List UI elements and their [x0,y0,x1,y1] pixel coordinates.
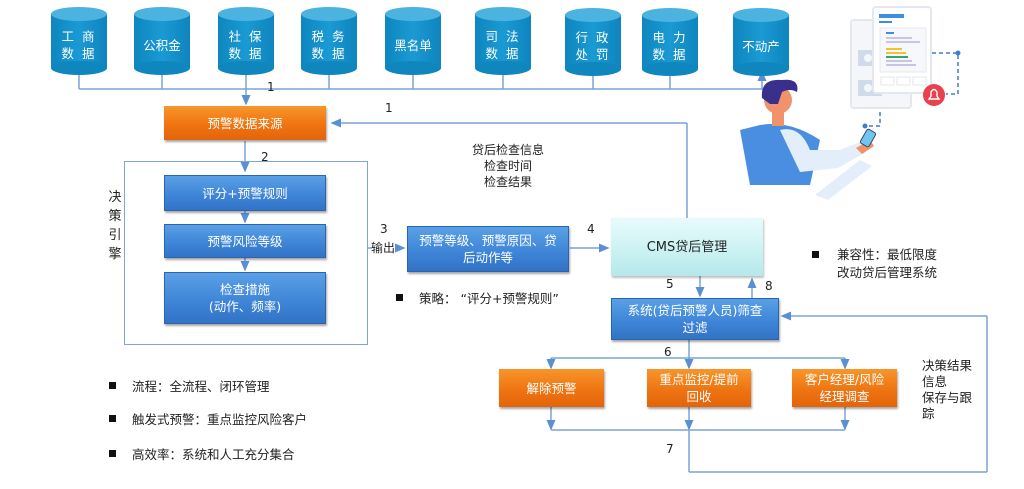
screening-box: 系统(贷后预警人员)筛查 过滤 [611,298,779,340]
decision-engine-label: 决 策 引 擎 [108,190,122,262]
step-number: 5 [666,277,674,291]
bell-icon [923,84,945,106]
data-source-label: 不动产 [742,38,780,54]
bullet-strategy: 策略： “评分+预警规则” [396,288,559,307]
bullet-process: 流程：全流程、闭环管理 [109,376,270,395]
step-number: 3 [380,222,388,236]
decision-result-note: 决策结果 信息 保存与跟 踪 [922,358,973,421]
data-source-label: 税 务 数 据 [311,29,347,61]
bullet-square-icon [396,294,403,301]
data-source-cylinder: 工 商 数 据 [51,7,107,75]
bullet-trigger: 触发式预警：重点监控风险客户 [109,409,307,428]
data-source-label: 司 法 数 据 [485,29,521,61]
bullet-square-icon [812,251,819,258]
bullet-square-icon [109,415,116,422]
bullet-text: 高效率：系统和人工充分集合 [132,447,295,462]
engine-step-box: 检查措施 (动作、频率) [164,272,326,324]
post-loan-info-text: 贷后检查信息 检查时间 检查结果 [471,143,544,189]
bullet-text: 流程：全流程、闭环管理 [132,379,270,394]
step-number: 7 [666,442,674,456]
bullet-square-icon [109,450,116,457]
data-source-cylinder: 不动产 [733,8,789,76]
data-source-cylinder: 电 力 数 据 [642,8,698,76]
data-source-cylinder: 司 法 数 据 [475,7,531,75]
bullet-compatibility: 兼容性：最低限度 改动贷后管理系统 [812,246,937,282]
step-number: 4 [587,222,595,236]
person-phone-illustration [740,6,961,200]
data-source-label: 公积金 [143,37,181,53]
data-source-cylinder: 社 保 数 据 [218,7,274,75]
step-number: 6 [664,345,672,359]
decision-engine-frame [124,161,368,345]
data-source-label: 电 力 数 据 [652,30,688,62]
step-number: 2 [261,150,269,164]
data-source-cylinder: 行 政 处 罚 [565,8,621,76]
step-number: 1 [267,80,275,94]
data-source-label: 工 商 数 据 [61,29,97,61]
data-source-cylinder: 税 务 数 据 [301,7,357,75]
data-source-label: 社 保 数 据 [228,29,264,61]
bullet-text: 兼容性：最低限度 改动贷后管理系统 [837,247,938,280]
phone-icon [859,128,877,148]
output-box: 预警等级、预警原因、贷 后动作等 [407,226,569,272]
action-box-release: 解除预警 [499,369,604,407]
bullet-efficiency: 高效率：系统和人工充分集合 [109,444,295,463]
output-label: 输出 [371,241,396,255]
step-number: 8 [765,279,773,293]
action-box-investigate: 客户经理/风险 经理调查 [792,369,897,407]
data-source-label: 行 政 处 罚 [575,30,611,62]
action-box-monitor: 重点监控/提前 回收 [647,369,751,407]
warning-data-source-box: 预警数据来源 [164,106,326,140]
step-number: 1 [385,101,393,115]
bullet-text: 触发式预警：重点监控风险客户 [132,412,308,427]
engine-step-box: 预警风险等级 [164,224,326,258]
bullet-square-icon [109,382,116,389]
cms-box: CMS贷后管理 [611,218,763,276]
bullet-text: 策略： “评分+预警规则” [419,291,559,306]
data-source-label: 黑名单 [394,37,432,53]
engine-step-box: 评分+预警规则 [164,175,326,211]
data-source-cylinder: 公积金 [134,7,190,75]
data-source-cylinder: 黑名单 [385,7,441,75]
